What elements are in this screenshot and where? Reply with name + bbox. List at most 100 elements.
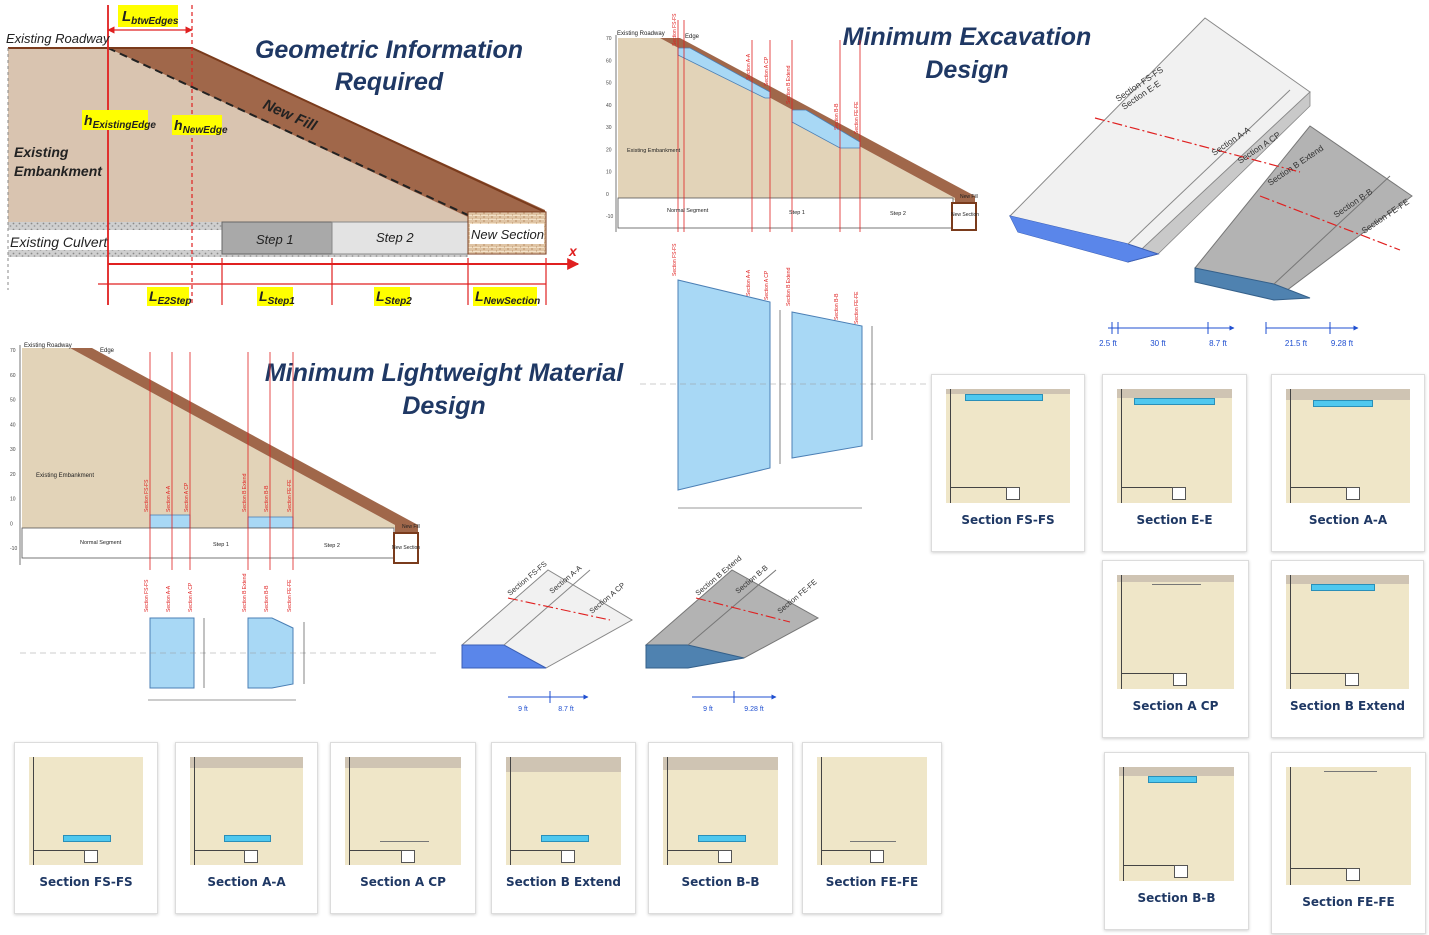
title-lightweight-line1: Minimum Lightweight Material bbox=[265, 359, 624, 387]
excavation-card-plot bbox=[946, 389, 1070, 503]
excavation-profile-embankment-label: Existing Embankment bbox=[627, 148, 681, 154]
excavation-plan-section-fs: Section FS-FS bbox=[672, 243, 678, 276]
svg-text:LStep2: LStep2 bbox=[376, 288, 412, 307]
excavation-y-tick-label: 20 bbox=[606, 147, 612, 153]
excavation-culvert-strip bbox=[617, 197, 954, 229]
excavation-card-axis bbox=[1290, 575, 1291, 689]
lightweight-new-section-block bbox=[393, 532, 419, 564]
excavation-profile-section-fs: Section FS-FS bbox=[672, 13, 678, 46]
title-lightweight-line2: Design bbox=[402, 392, 485, 420]
excavation-card: Section A-A bbox=[1271, 374, 1425, 552]
existing-embankment-area bbox=[8, 48, 470, 224]
lightweight-card-plot bbox=[506, 757, 621, 865]
excavation-y-tick-label: 40 bbox=[606, 103, 612, 109]
existing-roadway-label: Existing Roadway bbox=[6, 31, 111, 46]
lightweight-y-tick-label: 30 bbox=[10, 447, 16, 453]
excavation-dim-2-5: 2.5 ft bbox=[1099, 339, 1118, 348]
lightweight-profile-section-fs: Section FS-FS bbox=[144, 479, 150, 512]
lightweight-profile-section-fefe: Section FE-FE bbox=[287, 479, 293, 512]
l-newsection-highlight bbox=[473, 287, 537, 306]
lightweight-profile-edge-label: Edge bbox=[100, 348, 115, 354]
excavation-card-axis bbox=[950, 389, 951, 503]
lightweight-y-tick-label: 20 bbox=[10, 472, 16, 478]
step1-label: Step 1 bbox=[256, 232, 294, 247]
lightweight-card-plot bbox=[29, 757, 143, 865]
excavation-profile-section-fefe: Section FE-FE bbox=[854, 101, 860, 134]
excavation-card-existing-band bbox=[1119, 767, 1234, 776]
lightweight-card-ground-line bbox=[349, 850, 407, 851]
excavation-card: Section B-B bbox=[1104, 752, 1249, 930]
excavation-3d-dims: 2.5 ft 30 ft 8.7 ft 21.5 ft 9.28 ft bbox=[1099, 322, 1359, 348]
new-section-label-box bbox=[470, 224, 544, 244]
l-step2-highlight bbox=[374, 287, 410, 306]
excavation-card-culvert bbox=[1174, 865, 1188, 878]
lightweight-card-ground-line bbox=[194, 850, 251, 851]
excavation-card: Section E-E bbox=[1102, 374, 1247, 552]
lightweight-light-block-2 bbox=[247, 516, 294, 529]
excavation-card-ground-line bbox=[950, 487, 1012, 488]
lightweight-card-culvert bbox=[401, 850, 415, 863]
excavation-card-caption: Section B-B bbox=[1137, 891, 1216, 905]
excavation-card-caption: Section A CP bbox=[1132, 699, 1219, 713]
lightweight-profile-section-bb: Section B-B bbox=[264, 485, 270, 512]
excavation-3d-block2-split bbox=[1273, 175, 1391, 285]
lightweight-plan-section-bext: Section B Extend bbox=[242, 573, 248, 612]
excavation-3d-view: Section FS-FS Section E-E Section A-A Se… bbox=[1009, 17, 1413, 301]
excavation-plan-section-acp: Section A CP bbox=[764, 270, 770, 300]
excavation-plan-block-1 bbox=[677, 279, 771, 491]
l-step1-sub: Step1 bbox=[268, 296, 296, 307]
excavation-card-lightweight-bar bbox=[1148, 776, 1197, 783]
lightweight-card-existing-band bbox=[663, 757, 778, 770]
excavation-profile-new-fill: New Fill bbox=[960, 194, 978, 200]
lightweight-card-axis bbox=[194, 757, 195, 865]
existing-slope-line bbox=[107, 47, 471, 217]
lightweight-card-existing-band bbox=[506, 757, 621, 772]
l-step2-main: L bbox=[376, 288, 385, 304]
lightweight-profile-new-fill: New Fill bbox=[402, 524, 420, 530]
svg-text:LStep1: LStep1 bbox=[259, 288, 295, 307]
lightweight-profile-embankment-label: Existing Embankment bbox=[36, 473, 94, 479]
excavation-card-width-line bbox=[1324, 771, 1377, 772]
lightweight-card-lightweight-bar bbox=[698, 835, 746, 842]
new-fill-area bbox=[108, 48, 545, 218]
lightweight-card-existing-band bbox=[345, 757, 461, 768]
excavation-card-culvert bbox=[1173, 673, 1187, 686]
lightweight-3d-block1-front bbox=[461, 644, 547, 669]
h-existing-sub: ExistingEdge bbox=[93, 120, 157, 131]
lightweight-card-plot bbox=[345, 757, 461, 865]
excavation-y-tick-label: 70 bbox=[606, 36, 612, 42]
lightweight-3d-cut-line-2 bbox=[695, 597, 791, 623]
l-e2step-label: LE2Step bbox=[147, 287, 191, 307]
lightweight-plan-section-aa: Section A-A bbox=[166, 585, 172, 612]
lightweight-card-axis bbox=[349, 757, 350, 865]
title-excavation-line2: Design bbox=[925, 56, 1008, 84]
excavation-embankment-area bbox=[618, 38, 955, 200]
l-step1-highlight bbox=[257, 287, 293, 306]
excavation-new-section-block bbox=[951, 202, 977, 231]
excavation-card-culvert bbox=[1345, 673, 1359, 686]
excavation-y-tick-label: -10 bbox=[606, 214, 613, 220]
lightweight-plan-section-fs: Section FS-FS bbox=[144, 579, 150, 612]
lightweight-dim-8-7: 8.7 ft bbox=[558, 706, 574, 713]
lightweight-y-tick-label: 50 bbox=[10, 398, 16, 404]
lightweight-card-culvert bbox=[244, 850, 258, 863]
excavation-profile-roadway-label: Existing Roadway bbox=[617, 31, 665, 37]
lightweight-card: Section FE-FE bbox=[802, 742, 942, 914]
excavation-card-axis bbox=[1121, 389, 1122, 503]
lightweight-card-axis bbox=[821, 757, 822, 865]
excavation-profile-edge-label: Edge bbox=[685, 34, 700, 40]
lightweight-card-existing-band bbox=[190, 757, 303, 768]
excavation-card-existing-band bbox=[1117, 389, 1232, 398]
lightweight-card: Section A-A bbox=[175, 742, 318, 914]
svg-text:LE2Step: LE2Step bbox=[149, 288, 191, 307]
lightweight-y-tick-label: 0 bbox=[10, 521, 13, 527]
excavation-profile-section-aa: Section A-A bbox=[746, 53, 752, 80]
excavation-card-axis bbox=[1290, 767, 1291, 885]
lightweight-dim-9a: 9 ft bbox=[518, 706, 528, 713]
excavation-card-existing-band bbox=[946, 389, 1070, 394]
excavation-card-ground-line bbox=[1121, 673, 1180, 674]
lightweight-card-ground-line bbox=[667, 850, 725, 851]
excavation-card-plot bbox=[1286, 575, 1409, 689]
existing-embankment-label-1: Existing bbox=[14, 144, 69, 160]
